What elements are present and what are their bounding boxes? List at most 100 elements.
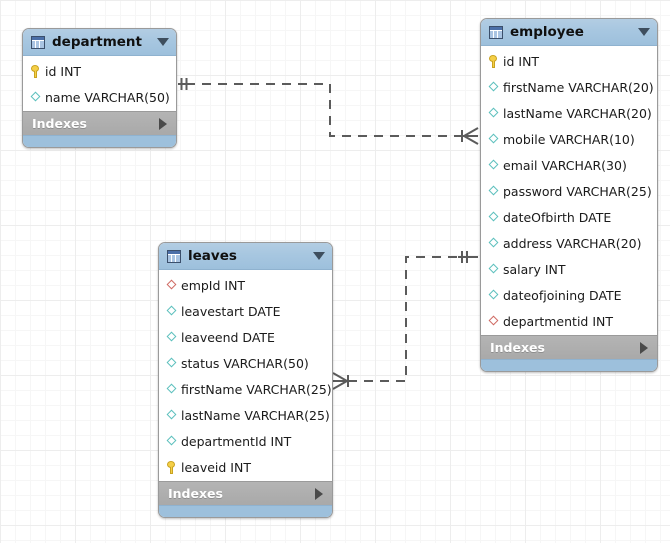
cardinality-many-marker-employee [460,127,479,145]
column-diamond-icon [488,82,499,93]
foreign-key-diamond-icon [488,316,499,327]
table-icon [489,25,503,39]
column-row[interactable]: password VARCHAR(25) [481,178,657,204]
table-node-employee[interactable]: employee id INT firstName VARCHAR(20) lastN… [480,18,658,372]
column-label: id INT [503,53,540,69]
chevron-down-icon[interactable] [638,28,650,36]
column-diamond-icon [488,186,499,197]
column-label: firstName VARCHAR(20) [503,79,654,95]
table-columns-leaves: empId INT leavestart DATE leaveend DATE sta… [159,270,332,481]
table-title: department [52,34,142,50]
column-row[interactable]: departmentId INT [159,428,332,454]
table-columns-department: id INT name VARCHAR(50) [23,56,176,111]
column-label: dateOfbirth DATE [503,209,612,225]
column-row[interactable]: departmentid INT [481,308,657,334]
table-columns-employee: id INT firstName VARCHAR(20) lastName VARC… [481,46,657,335]
column-label: leaveid INT [181,459,251,475]
column-row[interactable]: leavestart DATE [159,298,332,324]
relationship-leaves-employee[interactable] [332,251,478,390]
chevron-down-icon[interactable] [313,252,325,260]
column-row[interactable]: dateofjoining DATE [481,282,657,308]
column-row[interactable]: dateOfbirth DATE [481,204,657,230]
column-diamond-icon [488,264,499,275]
column-row[interactable]: firstName VARCHAR(20) [481,74,657,100]
table-icon [31,35,45,49]
column-diamond-icon [488,212,499,223]
column-diamond-icon [488,134,499,145]
column-row[interactable]: firstName VARCHAR(25) [159,376,332,402]
column-label: lastName VARCHAR(20) [503,105,652,121]
relationship-line-leaves-employee [348,256,462,382]
column-row[interactable]: address VARCHAR(20) [481,230,657,256]
column-label: password VARCHAR(25) [503,183,652,199]
indexes-label: Indexes [32,116,87,131]
column-label: firstName VARCHAR(25) [181,381,332,397]
table-title: employee [510,24,584,40]
column-diamond-icon [166,384,177,395]
column-row[interactable]: mobile VARCHAR(10) [481,126,657,152]
table-footer-department [23,135,176,147]
table-icon [167,249,181,263]
table-header-employee[interactable]: employee [481,19,657,46]
cardinality-one-marker-employee [458,251,478,263]
column-diamond-icon [488,108,499,119]
column-row[interactable]: leaveend DATE [159,324,332,350]
relationship-line-department-employee [186,83,464,137]
foreign-key-diamond-icon [166,280,177,291]
primary-key-icon [30,64,41,78]
table-footer-leaves [159,505,332,517]
column-row[interactable]: id INT [23,58,176,84]
column-diamond-icon [488,160,499,171]
column-row[interactable]: email VARCHAR(30) [481,152,657,178]
column-diamond-icon [166,358,177,369]
column-label: departmentId INT [181,433,292,449]
column-label: id INT [45,63,82,79]
column-row[interactable]: id INT [481,48,657,74]
table-header-department[interactable]: department [23,29,176,56]
column-diamond-icon [488,238,499,249]
indexes-section-leaves[interactable]: Indexes [159,481,332,505]
table-footer-employee [481,359,657,371]
column-row[interactable]: leaveid INT [159,454,332,480]
chevron-down-icon[interactable] [157,38,169,46]
column-diamond-icon [166,436,177,447]
table-title: leaves [188,248,237,264]
column-row[interactable]: lastName VARCHAR(25) [159,402,332,428]
table-node-leaves[interactable]: leaves empId INT leavestart DATE leaveend D… [158,242,333,518]
column-label: status VARCHAR(50) [181,355,309,371]
primary-key-icon [488,54,499,68]
cardinality-one-marker-department [178,78,190,90]
chevron-right-icon[interactable] [159,117,167,130]
indexes-label: Indexes [168,486,223,501]
table-node-department[interactable]: department id INT name VARCHAR(50) Indexes [22,28,177,148]
chevron-right-icon[interactable] [315,487,323,500]
column-row[interactable]: name VARCHAR(50) [23,84,176,110]
column-label: dateofjoining DATE [503,287,622,303]
column-label: name VARCHAR(50) [45,89,170,105]
indexes-section-employee[interactable]: Indexes [481,335,657,359]
column-row[interactable]: lastName VARCHAR(20) [481,100,657,126]
column-row[interactable]: status VARCHAR(50) [159,350,332,376]
column-label: leavestart DATE [181,303,281,319]
column-row[interactable]: salary INT [481,256,657,282]
column-diamond-icon [166,410,177,421]
column-label: email VARCHAR(30) [503,157,627,173]
indexes-section-department[interactable]: Indexes [23,111,176,135]
relationship-department-employee[interactable] [178,78,479,145]
cardinality-many-marker-leaves [332,372,350,390]
chevron-right-icon[interactable] [640,341,648,354]
column-diamond-icon [488,290,499,301]
column-label: address VARCHAR(20) [503,235,642,251]
column-diamond-icon [166,332,177,343]
column-diamond-icon [30,92,41,103]
indexes-label: Indexes [490,340,545,355]
column-label: empId INT [181,277,246,293]
table-header-leaves[interactable]: leaves [159,243,332,270]
column-label: departmentid INT [503,313,614,329]
column-label: salary INT [503,261,566,277]
column-label: mobile VARCHAR(10) [503,131,635,147]
column-row[interactable]: empId INT [159,272,332,298]
column-label: lastName VARCHAR(25) [181,407,330,423]
column-diamond-icon [166,306,177,317]
